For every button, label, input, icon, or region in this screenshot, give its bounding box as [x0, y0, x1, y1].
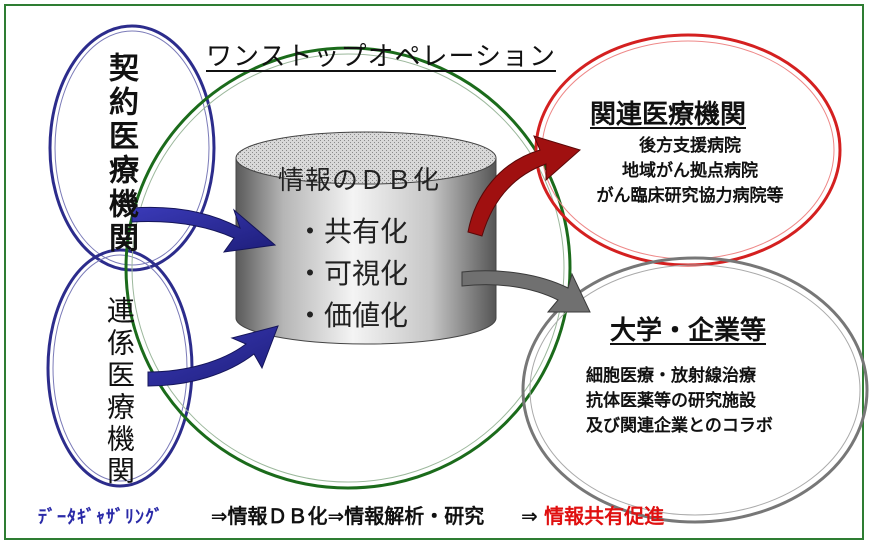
university-ellipse	[521, 256, 869, 524]
info-sharing-promotion: 情報共有促進	[544, 504, 665, 528]
database-title: 情報のＤＢ化	[278, 166, 441, 196]
gray-arrow	[461, 270, 591, 313]
related-item: 後方支援病院	[639, 136, 741, 156]
db-item-share: ・共有化	[296, 215, 409, 248]
related-item: がん臨床研究協力病院等	[596, 186, 784, 206]
university-heading: 大学・企業等	[610, 316, 767, 346]
flow-steps: ⇒情報ＤＢ化⇒情報解析・研究	[210, 504, 485, 528]
partner-medical-institution-label: 連係医療機関	[103, 296, 136, 488]
data-gathering-label: ﾃﾞｰﾀｷﾞｬｻﾞﾘﾝｸﾞ	[38, 507, 164, 528]
university-item: 細胞医療・放射線治療	[586, 366, 756, 386]
db-item-visualize: ・可視化	[296, 257, 409, 290]
db-item-value: ・価値化	[296, 299, 409, 332]
diagram-title: ワンストップオペレーション	[206, 42, 556, 72]
flow-arrow: ⇒	[520, 504, 538, 528]
blue-arrow-top	[131, 206, 277, 253]
related-heading: 関連医療機関	[590, 100, 747, 130]
university-list: 細胞医療・放射線治療 抗体医薬等の研究施設 及び関連企業とのコラボ	[586, 364, 773, 439]
related-item: 地域がん拠点病院	[622, 161, 758, 181]
related-list: 後方支援病院 地域がん拠点病院 がん臨床研究協力病院等	[575, 134, 805, 209]
contract-medical-institution-label: 契約医療機関	[103, 52, 138, 256]
bottom-flow-text: ﾃﾞｰﾀｷﾞｬｻﾞﾘﾝｸﾞ ⇒情報ＤＢ化⇒情報解析・研究 ⇒ 情報共有促進	[38, 500, 664, 529]
red-arrow	[467, 135, 582, 237]
university-item: 及び関連企業とのコラボ	[586, 416, 773, 436]
blue-arrow-bottom	[147, 325, 279, 387]
database-cylinder	[235, 131, 497, 345]
center-ellipse	[124, 46, 572, 490]
university-item: 抗体医薬等の研究施設	[586, 391, 756, 411]
